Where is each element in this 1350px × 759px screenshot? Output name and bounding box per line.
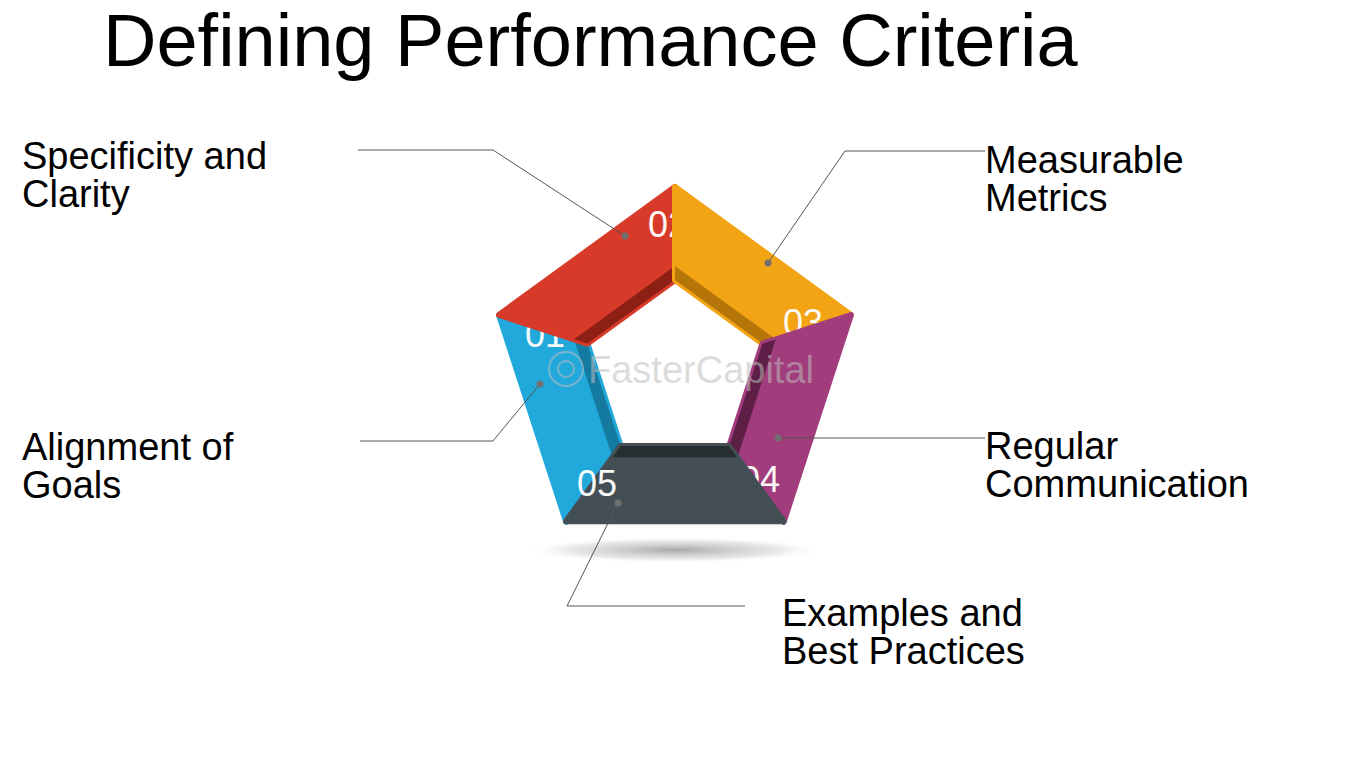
drop-shadow [525,537,825,563]
segment-caption: Regular Communication [985,427,1285,503]
segment-caption: Measurable Metrics [985,141,1215,217]
segment-fill [675,187,851,344]
watermark: FasterCapital [588,348,848,392]
segment-bevel [613,446,738,457]
pentagon-segment: 05 [562,442,787,525]
segment-number: 05 [577,466,617,502]
segment-caption: Alignment of Goals [22,428,272,504]
leader-line [358,150,625,236]
segment-bevel [574,266,675,344]
leader-line [360,384,540,441]
segment-fill [499,315,621,522]
segment-fill [566,446,783,521]
page-title: Defining Performance Criteria [103,4,1078,78]
leader-line [768,151,985,263]
segment-caption: Examples and Best Practices [782,594,1052,670]
segment-caption: Specificity and Clarity [22,137,292,213]
pentagon-segment: 02 [495,183,679,348]
segment-bevel [675,266,776,344]
leader-lines [358,150,985,606]
